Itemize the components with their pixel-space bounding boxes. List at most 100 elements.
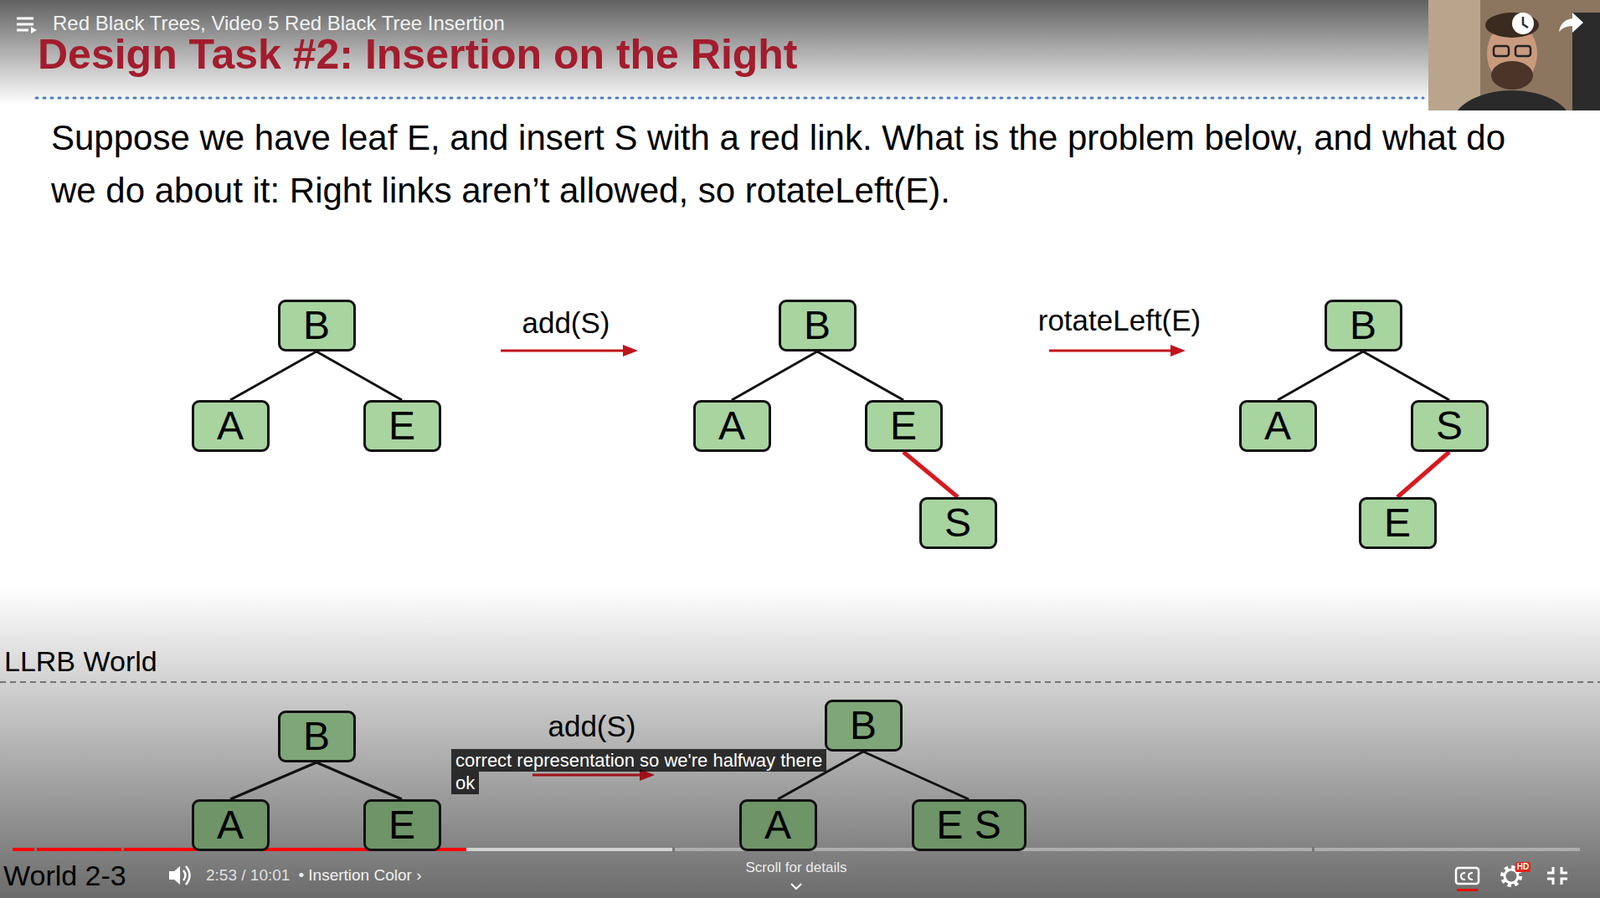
black-link xyxy=(1363,351,1450,401)
tree-node: B xyxy=(778,299,857,352)
webcam-glasses xyxy=(1515,46,1531,57)
step-arrow xyxy=(532,774,642,777)
tree-node: B xyxy=(1324,299,1403,352)
step-arrow xyxy=(500,349,625,353)
menu-bar xyxy=(16,29,29,32)
black-link xyxy=(230,762,317,800)
webcam-feed xyxy=(1428,0,1600,111)
slide-title: Design Task #2: Insertion on the Right xyxy=(37,31,798,78)
node-key: B xyxy=(303,716,330,757)
red-link xyxy=(1397,452,1450,498)
watch-later-icon xyxy=(1512,12,1534,35)
dotted-rule xyxy=(36,97,1424,100)
time-readout-box: 2:53 / 10:01 xyxy=(205,866,290,886)
speaker-wave xyxy=(183,870,186,881)
top-shade xyxy=(0,0,1600,105)
black-link xyxy=(731,351,818,401)
task-text-box: Suppose we have leaf E, and insert S wit… xyxy=(51,111,1525,217)
cc-glyph xyxy=(1468,873,1473,880)
tree-node: S xyxy=(919,497,998,550)
menu-icon xyxy=(16,18,37,34)
chapter-title: • Insertion Color › xyxy=(298,866,422,885)
scroll-hint: Scroll for details xyxy=(745,859,848,876)
video-title: Red Black Trees, Video 5 Red Black Tree … xyxy=(52,11,505,35)
hd-badge-box: HD xyxy=(1515,862,1531,873)
progress-buffer xyxy=(12,848,674,852)
cc-active-bar xyxy=(1456,889,1478,892)
world-label-box: World 2-3 xyxy=(3,859,127,894)
node-key: B xyxy=(303,305,330,346)
corner xyxy=(1561,867,1568,874)
node-key: A xyxy=(216,406,244,447)
node-key: A xyxy=(718,406,746,447)
clock-hands xyxy=(1522,16,1528,28)
step-label: add(S) xyxy=(521,306,610,340)
node-key: A xyxy=(1264,406,1292,447)
node-key: E xyxy=(388,805,416,846)
tree-node: B xyxy=(824,699,903,752)
speaker-wave xyxy=(185,866,191,885)
tree-node: E xyxy=(363,400,442,453)
arrow-head xyxy=(622,344,638,357)
tree-node: A xyxy=(693,400,772,453)
world-label: World 2-3 xyxy=(3,859,127,892)
volume-icon xyxy=(169,866,191,885)
cc-frame xyxy=(1455,868,1479,885)
tree-node: S xyxy=(1410,400,1489,453)
step-label-box: add(S) xyxy=(521,305,610,341)
chapter-gap xyxy=(672,847,675,853)
node-key: B xyxy=(849,705,877,746)
red-link xyxy=(903,452,958,498)
speaker xyxy=(169,866,181,885)
dashed-divider xyxy=(0,681,1600,684)
arrow-head xyxy=(1170,344,1186,357)
tree-node: B xyxy=(277,299,356,352)
webcam-wall xyxy=(1428,0,1481,111)
exit-fullscreen-icon xyxy=(1547,867,1568,885)
webcam-hair xyxy=(1485,12,1539,38)
clock-face xyxy=(1512,12,1534,35)
tree-node: E xyxy=(1358,497,1437,550)
tree-node: A xyxy=(1239,400,1318,453)
video-title-box: Red Black Trees, Video 5 Red Black Tree … xyxy=(52,11,505,37)
node-key: E xyxy=(388,406,416,447)
tree-node: A xyxy=(191,400,270,453)
cc-glyph xyxy=(1461,873,1466,880)
scroll-chevron xyxy=(791,884,802,890)
chapter-gap xyxy=(121,847,124,853)
step-label: add(S) xyxy=(547,709,636,743)
step-arrow xyxy=(1049,349,1173,353)
node-key: S xyxy=(944,503,972,544)
black-link xyxy=(230,351,317,401)
time-readout: 2:53 / 10:01 xyxy=(205,866,290,885)
chapter-gap xyxy=(1311,847,1315,853)
black-link xyxy=(316,351,402,401)
node-key: S xyxy=(1435,406,1463,447)
webcam-glasses xyxy=(1493,46,1509,57)
black-link xyxy=(1277,351,1364,401)
step-label: rotateLeft(E) xyxy=(1038,303,1202,337)
black-link xyxy=(817,351,904,401)
subtitle-caption: correct representation so we're halfway … xyxy=(451,749,827,795)
tree-node: A xyxy=(191,799,270,852)
step-label-box: rotateLeft(E) xyxy=(1038,303,1202,339)
black-link xyxy=(863,751,969,800)
corner xyxy=(1547,879,1554,885)
menu-bar xyxy=(16,23,34,26)
tree-node: E S xyxy=(911,799,1027,852)
menu-bar xyxy=(16,17,34,21)
bottom-shade xyxy=(0,586,1600,898)
hd-badge: HD xyxy=(1515,862,1531,873)
scroll-hint-box: Scroll for details xyxy=(745,859,848,877)
corner xyxy=(1561,879,1568,885)
webcam-beard xyxy=(1491,61,1534,90)
menu-play xyxy=(30,26,37,34)
chapter-gap xyxy=(34,847,37,853)
black-link xyxy=(316,762,402,800)
world-label-box: LLRB World xyxy=(4,644,158,680)
node-key: E xyxy=(890,406,917,447)
task-text: Suppose we have leaf E, and insert S wit… xyxy=(51,118,1506,211)
webcam-shirt xyxy=(1451,90,1573,111)
chapter-title-box: • Insertion Color › xyxy=(298,866,422,886)
